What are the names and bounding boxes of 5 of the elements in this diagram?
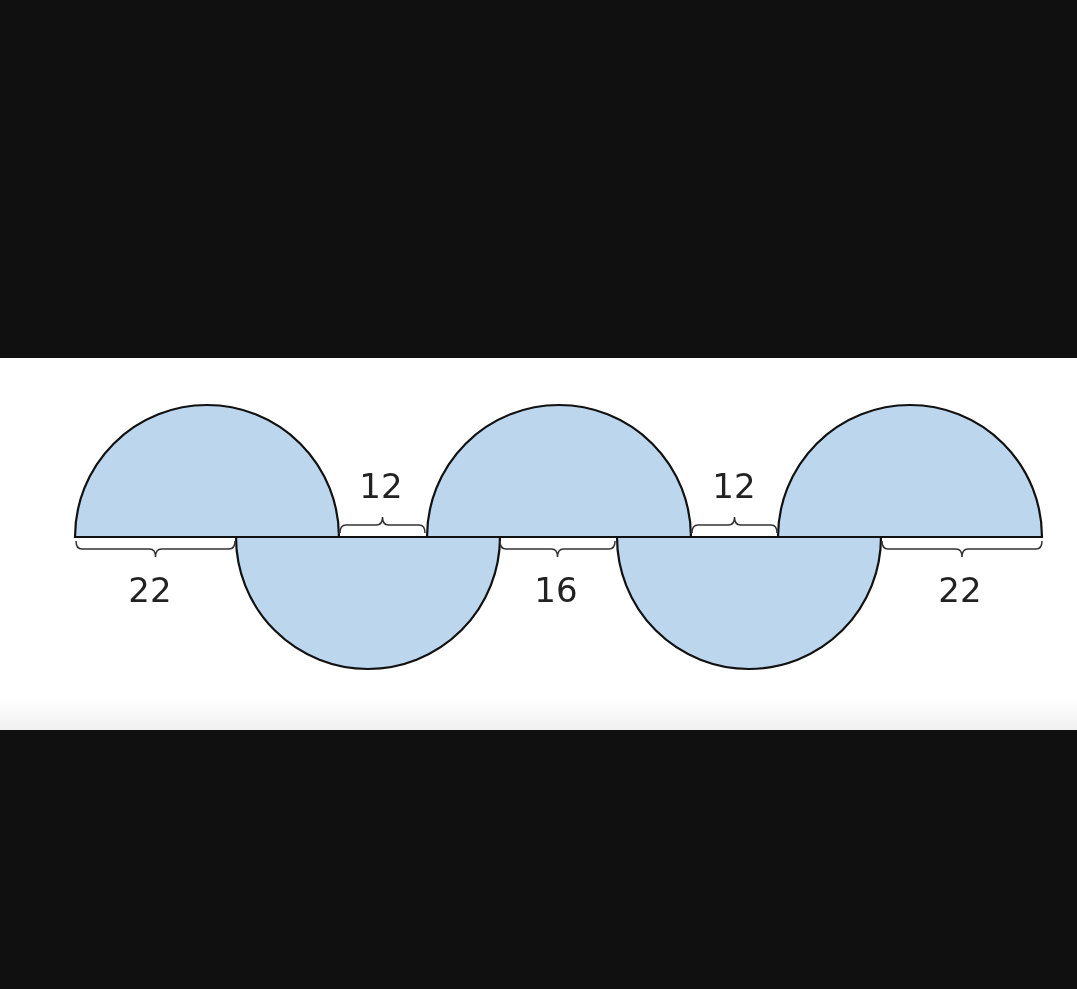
dimension-label: 22: [938, 573, 982, 607]
dimension-label: 22: [128, 573, 172, 607]
dimension-label: 12: [359, 469, 403, 503]
dimension-label: 12: [712, 469, 756, 503]
dimension-label: 16: [534, 573, 578, 607]
